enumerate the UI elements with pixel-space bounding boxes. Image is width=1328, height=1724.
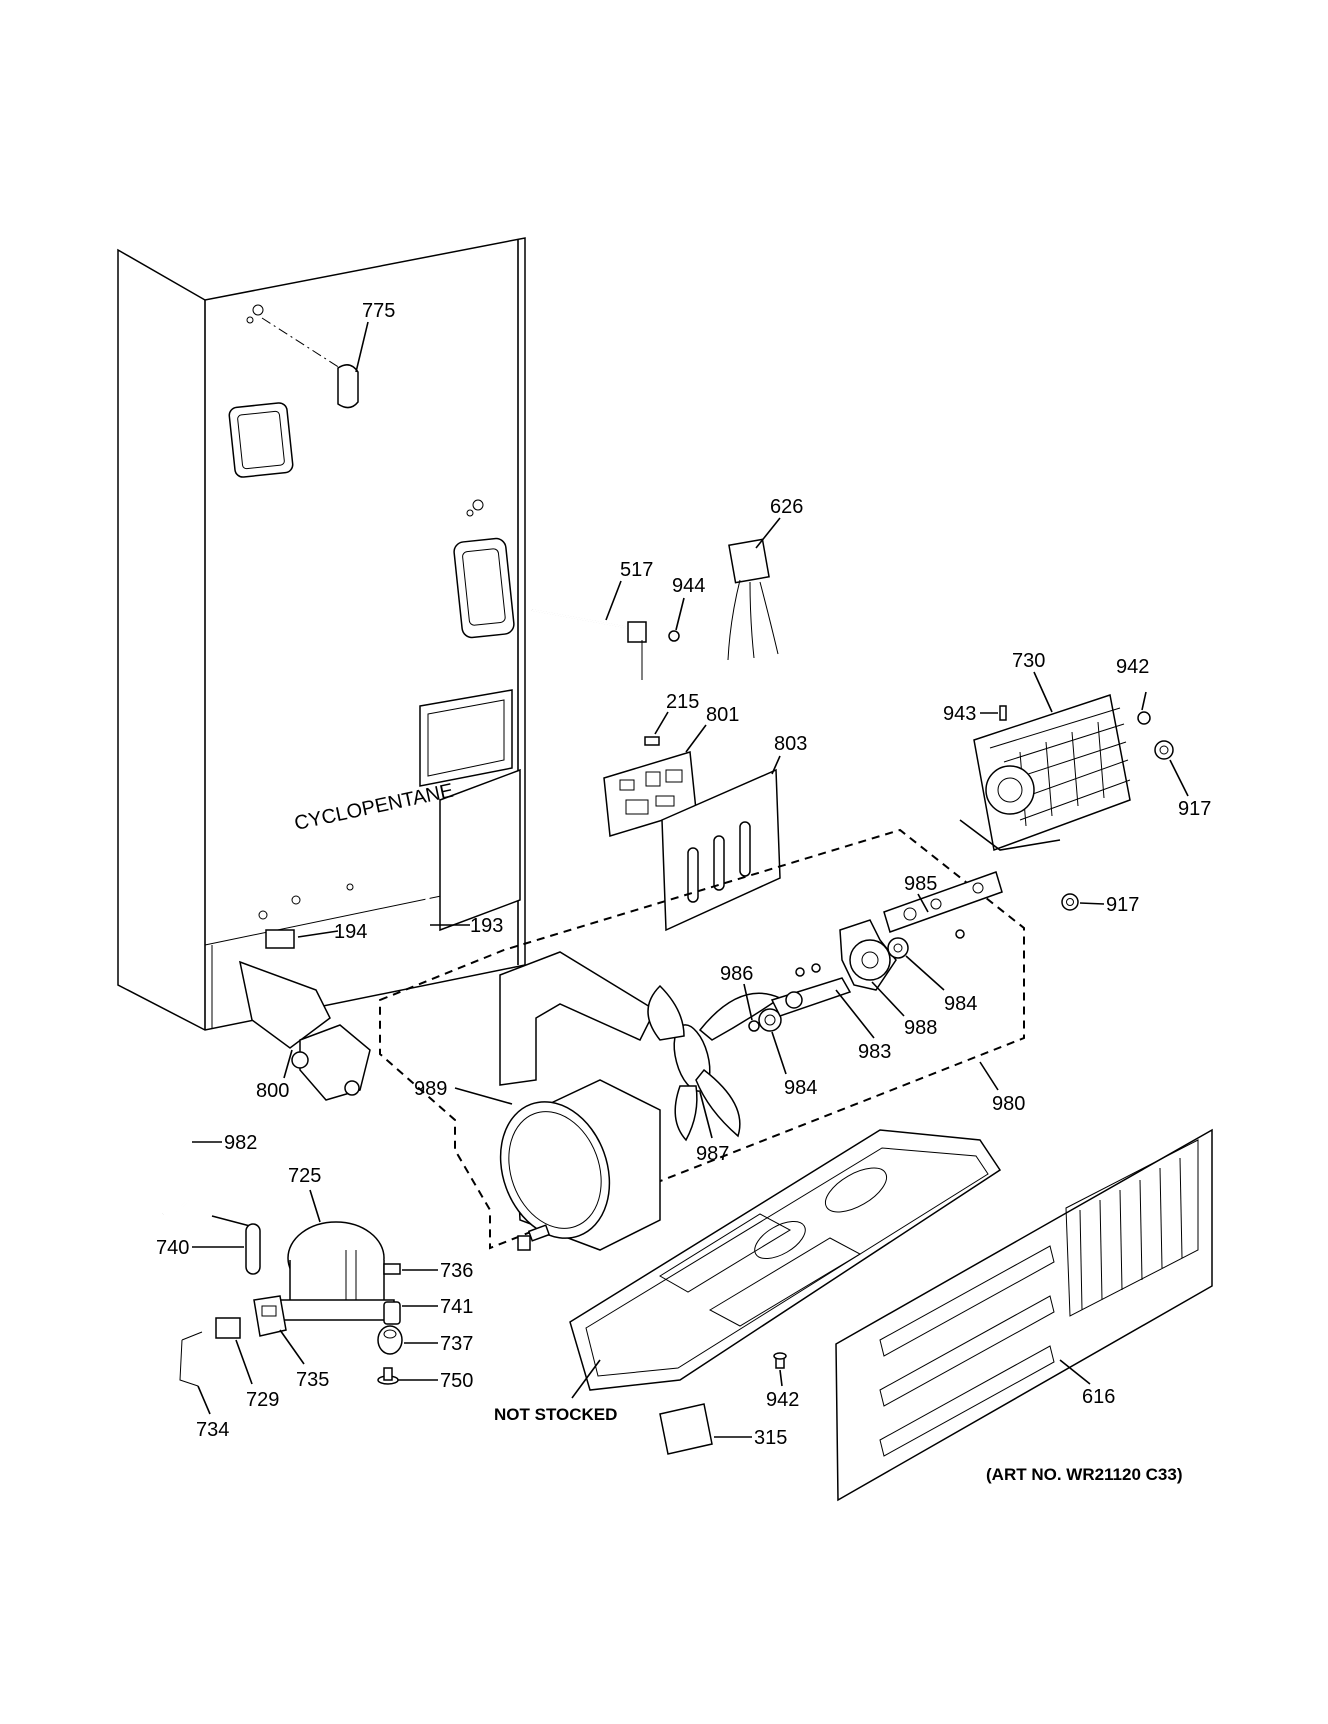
part-982: 982	[162, 1078, 257, 1216]
callout-517: 517	[620, 559, 653, 581]
base-pan: NOT STOCKED	[494, 1129, 1002, 1424]
callout-315: 315	[754, 1427, 787, 1449]
part-215: 215	[644, 691, 699, 746]
part-917-lower: 917	[1061, 893, 1139, 916]
callout-942-upper: 942	[1116, 656, 1149, 678]
part-984-upper: 984	[887, 937, 977, 1015]
part-987: 987	[647, 984, 782, 1165]
callout-943: 943	[943, 703, 976, 725]
callout-725: 725	[288, 1165, 321, 1187]
part-193: 193	[394, 838, 503, 969]
part-917-upper: 917	[1154, 740, 1211, 820]
part-942-lower: 942	[766, 1352, 799, 1411]
callout-942-lower: 942	[766, 1389, 799, 1411]
callout-944: 944	[672, 575, 705, 597]
callout-740: 740	[156, 1237, 189, 1259]
callout-988: 988	[904, 1017, 937, 1039]
callout-917-upper: 917	[1178, 798, 1211, 820]
part-194: 194	[265, 921, 367, 949]
callout-989: 989	[414, 1078, 447, 1100]
callout-735: 735	[296, 1369, 329, 1391]
part-626: 626	[727, 496, 803, 661]
callout-800: 800	[256, 1080, 289, 1102]
callout-616: 616	[1082, 1386, 1115, 1408]
callout-983: 983	[858, 1041, 891, 1063]
callout-917-lower: 917	[1106, 894, 1139, 916]
callout-984-lower: 984	[784, 1077, 817, 1099]
part-616: 616	[835, 1128, 1213, 1502]
callout-801: 801	[706, 704, 739, 726]
callout-987: 987	[696, 1143, 729, 1165]
part-734: 734	[179, 1331, 229, 1441]
callout-737: 737	[440, 1333, 473, 1355]
part-775: 775	[261, 300, 395, 409]
callout-193: 193	[470, 915, 503, 937]
part-989: 989	[414, 951, 661, 1251]
not-stocked-label: NOT STOCKED	[494, 1405, 617, 1424]
callout-980: 980	[992, 1093, 1025, 1115]
art-number: (ART NO. WR21120 C33)	[986, 1465, 1183, 1484]
part-800: 800	[238, 960, 371, 1102]
fan-assembly-980: 980	[379, 828, 1025, 1250]
part-803: 803	[661, 733, 807, 932]
callout-984-upper: 984	[944, 993, 977, 1015]
callout-215: 215	[666, 691, 699, 713]
part-740: 740	[156, 1215, 261, 1275]
part-750: 750	[377, 1367, 473, 1392]
part-741: 741	[383, 1296, 473, 1325]
part-730: 730	[959, 650, 1131, 852]
callout-736: 736	[440, 1260, 473, 1282]
callout-986: 986	[720, 963, 753, 985]
part-943: 943	[943, 703, 1007, 725]
part-315: 315	[659, 1403, 787, 1455]
callout-730: 730	[1012, 650, 1045, 672]
callout-729: 729	[246, 1389, 279, 1411]
part-983: 983	[770, 963, 891, 1063]
callout-741: 741	[440, 1296, 473, 1318]
part-737: 737	[377, 1325, 473, 1355]
callout-985: 985	[904, 873, 937, 895]
part-986: 986	[720, 963, 760, 1032]
part-735: 735	[253, 1295, 329, 1391]
callout-626: 626	[770, 496, 803, 518]
shroud-screw	[517, 1224, 551, 1251]
callout-750: 750	[440, 1370, 473, 1392]
part-944: 944	[668, 575, 705, 642]
callout-803: 803	[774, 733, 807, 755]
callout-982: 982	[224, 1132, 257, 1154]
part-729: 729	[215, 1317, 279, 1411]
part-985: 985	[883, 871, 1003, 939]
part-988: 988	[839, 919, 937, 1039]
part-736: 736	[383, 1260, 473, 1282]
part-517: 517	[531, 559, 653, 680]
cabinet: CYCLOPENTANE	[117, 237, 526, 1031]
part-725: 725	[277, 1165, 395, 1321]
callout-734: 734	[196, 1419, 229, 1441]
callout-194: 194	[334, 921, 367, 943]
part-942-upper: 942	[1116, 656, 1151, 725]
callout-775: 775	[362, 300, 395, 322]
part-984-lower: 984	[758, 1008, 817, 1099]
